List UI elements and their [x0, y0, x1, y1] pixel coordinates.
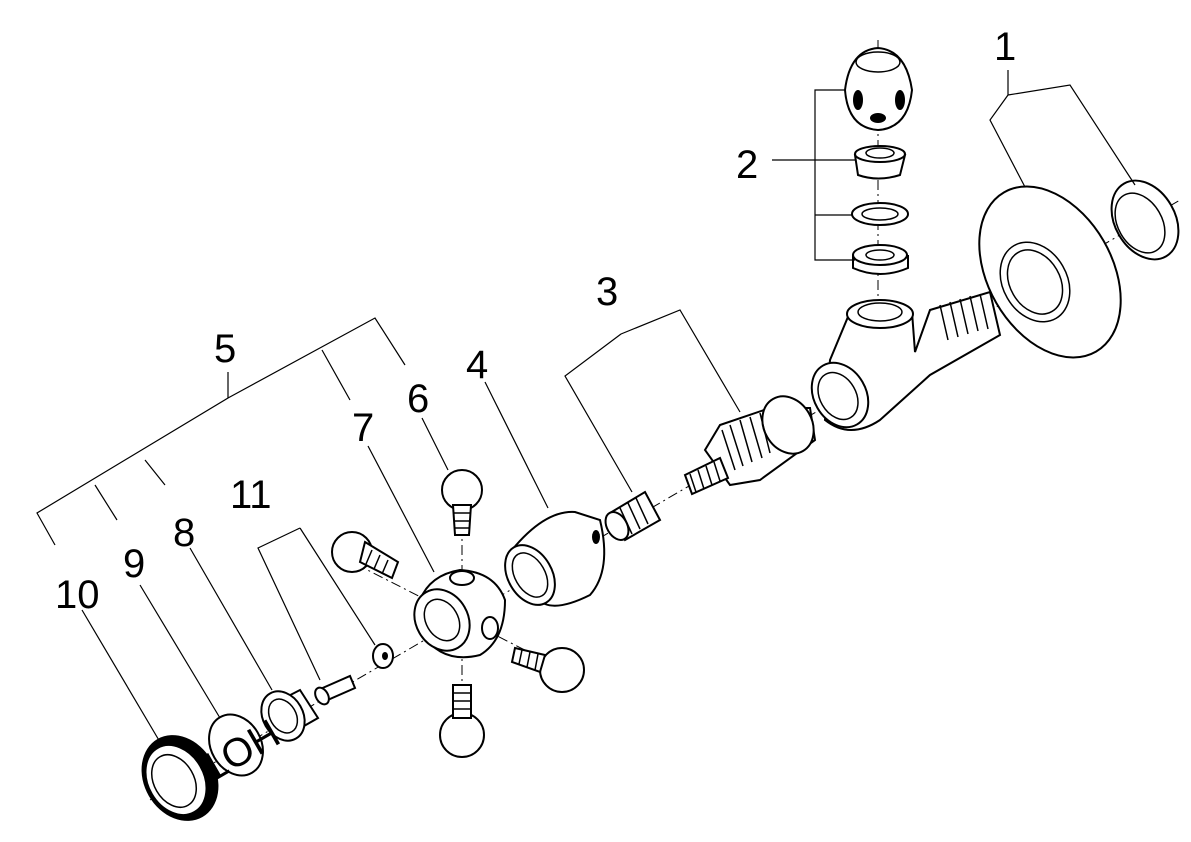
part-2-compression-nut [843, 46, 914, 132]
part-1-nut [1110, 179, 1180, 261]
part-1-escutcheon [978, 185, 1122, 359]
callout-6: 6 [407, 377, 429, 421]
valve-body [810, 290, 1002, 431]
part-6-spoke-bottom [439, 684, 485, 758]
part-4-sleeve [504, 510, 606, 607]
callout-4: 4 [466, 343, 488, 387]
callout-5: 5 [214, 327, 236, 371]
part-6-spoke-top [441, 469, 483, 536]
part-2-olive [852, 244, 909, 275]
part-3-spline-adapter [604, 490, 662, 542]
part-11-screw [314, 674, 357, 706]
callout-9: 9 [123, 542, 145, 586]
part-7-handle-hub [413, 568, 507, 659]
callout-11: 11 [230, 473, 272, 517]
part-6-spoke-right [510, 646, 585, 693]
callout-3: 3 [596, 270, 618, 314]
part-8-insert [260, 688, 320, 742]
part-10-cover-ring [141, 735, 219, 821]
callout-8: 8 [173, 511, 195, 555]
part-2-washer [851, 202, 909, 226]
part-3-cartridge [683, 395, 817, 496]
center-axes [149, 40, 1181, 801]
callout-1: 1 [994, 25, 1016, 69]
part-11-washer [372, 643, 394, 669]
callout-2: 2 [736, 143, 758, 187]
callout-10: 10 [55, 573, 100, 617]
part-6-spoke-left [331, 531, 400, 580]
part-2-cutting-ring [853, 145, 907, 180]
callout-numbers: 1 2 3 4 5 6 7 8 9 10 11 [55, 25, 1016, 617]
leader-lines [36, 70, 1136, 743]
callout-7: 7 [352, 406, 374, 450]
